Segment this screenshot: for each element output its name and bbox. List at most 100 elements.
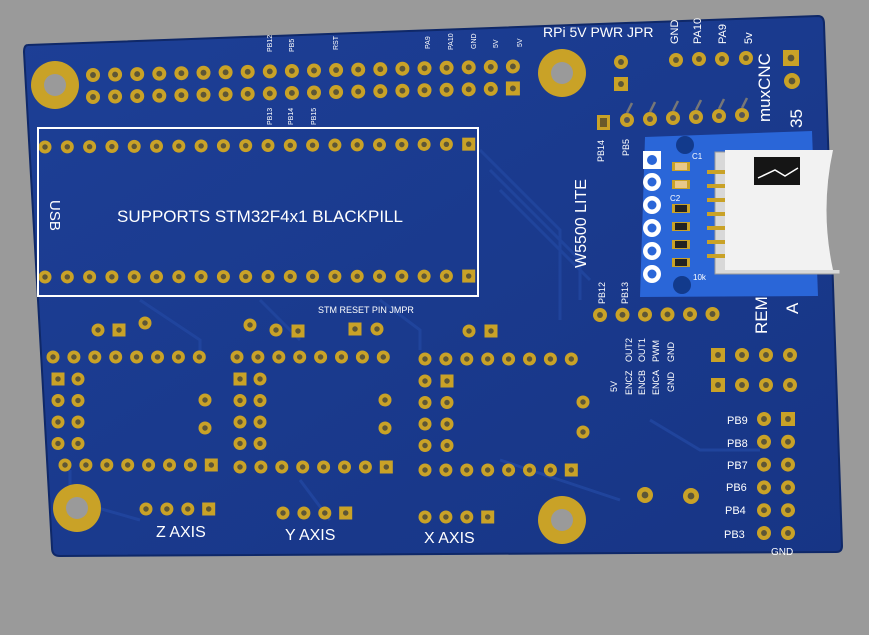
rpi-header-pad <box>218 87 233 102</box>
y-side-pad <box>233 372 247 386</box>
module-side-pads <box>643 151 661 283</box>
hdr-pa9: PA9 <box>425 36 432 49</box>
x-side-pad <box>418 439 432 452</box>
top-pin-pa10: PA10 <box>692 18 704 44</box>
gpio-pad <box>781 412 795 426</box>
x-driver-pad <box>523 352 536 366</box>
pin-pad <box>576 425 590 439</box>
jumper-pad <box>462 324 476 338</box>
gpio-pb6: PB6 <box>726 482 747 494</box>
mounting-hole <box>538 49 586 97</box>
hdr-5v-a: 5V <box>493 39 500 48</box>
gpio-pad <box>757 480 771 495</box>
gpio-pad <box>757 457 771 472</box>
mounting-hole <box>31 61 79 109</box>
spindle-out1: OUT1 <box>637 338 647 362</box>
brand-label: muxCNC <box>755 53 774 122</box>
version-label: 35 <box>787 109 806 128</box>
blackpill-pad <box>306 138 320 152</box>
y-driver-pad <box>338 460 351 474</box>
w5500-pb12: PB12 <box>597 282 607 304</box>
gpio-pb4: PB4 <box>725 505 746 517</box>
rpi-header-pad <box>130 67 145 82</box>
x-driver-pad <box>418 463 432 477</box>
blackpill-pad <box>239 139 253 153</box>
x-driver-pad <box>460 463 474 477</box>
hdr-gnd: GND <box>471 33 478 49</box>
x-side-pad <box>418 417 432 431</box>
hdr-rst: RST <box>333 35 340 50</box>
spindle-encb: ENCB <box>637 370 647 395</box>
y-driver-pad <box>358 460 372 474</box>
blackpill-pad <box>194 139 208 153</box>
z-driver-pad <box>46 350 60 364</box>
pcb-board <box>22 14 844 558</box>
spindle-5v: 5V <box>609 381 619 392</box>
x-driver-pad <box>502 352 516 366</box>
w5500-bottom-pad <box>638 307 652 322</box>
z-driver-pad <box>151 350 164 364</box>
blackpill-pad <box>60 140 74 154</box>
blackpill-pad <box>83 270 97 284</box>
encoder-pad <box>759 378 773 392</box>
x-connector-pad <box>439 510 453 524</box>
y-driver-pad <box>314 350 328 364</box>
jumper-pad <box>243 318 257 332</box>
z-driver-pad <box>192 350 206 364</box>
blackpill-pad <box>60 270 74 284</box>
y-connector-pad <box>297 506 311 520</box>
z-side-pad <box>51 394 65 407</box>
w5500-label: W5500 LITE <box>573 179 590 268</box>
y-side-pad <box>253 437 267 450</box>
gpio-pad <box>757 526 771 540</box>
mounting-hole <box>53 484 101 532</box>
10k-label: 10k <box>693 273 707 282</box>
y-driver-pad <box>317 460 331 474</box>
jumper-pad <box>269 323 283 337</box>
rpi-header-pad <box>417 83 432 98</box>
stm-reset-label: STM RESET PIN JMPR <box>318 305 414 315</box>
c2-label: C2 <box>670 194 681 203</box>
blackpill-pad <box>127 139 141 153</box>
gpio-pad <box>757 412 771 426</box>
remora-label: REM <box>752 296 771 334</box>
z-driver-pad <box>79 458 93 472</box>
z-axis-label: Z AXIS <box>156 524 206 541</box>
blackpill-pad <box>172 139 186 153</box>
x-side-pad <box>440 374 454 388</box>
z-driver-pad <box>88 350 102 364</box>
w5500-bottom-pad <box>615 307 630 322</box>
hdr-pb12: PB12 <box>267 35 274 52</box>
gpio-pb9: PB9 <box>727 415 748 427</box>
rpi-header-pad <box>240 64 255 79</box>
rpi-header-pad <box>461 60 476 75</box>
x-connector-pad <box>481 510 495 524</box>
jumper-pad <box>484 324 498 338</box>
jumper-pad <box>91 323 105 337</box>
rpi-header-pad <box>351 62 366 77</box>
rpi-header-pad <box>218 65 233 80</box>
z-connector-pad <box>202 502 216 516</box>
jumper-pad <box>138 316 152 330</box>
z-driver-pad <box>204 458 218 472</box>
y-driver-pad <box>233 460 247 474</box>
top-right-pad <box>784 73 800 89</box>
blackpill-pad <box>261 139 275 152</box>
pin-pad <box>198 393 212 407</box>
pin-pad <box>378 421 392 435</box>
sd-contacts <box>707 170 725 258</box>
blackpill-pad <box>216 270 230 284</box>
hdr-pb15: PB15 <box>311 108 318 125</box>
spindle-pad <box>759 348 773 362</box>
blackpill-pad <box>395 269 409 283</box>
rpi-header-pad <box>483 59 498 74</box>
w5500-pb14: PB14 <box>596 140 606 162</box>
gpio-pad <box>781 480 795 495</box>
x-driver-pad <box>481 463 495 477</box>
top-right-pad <box>783 50 799 66</box>
rpi-header-pad <box>262 86 277 101</box>
blackpill-pad <box>150 270 163 284</box>
gpio-pad <box>757 434 771 449</box>
rpi-header-pad <box>174 66 189 81</box>
